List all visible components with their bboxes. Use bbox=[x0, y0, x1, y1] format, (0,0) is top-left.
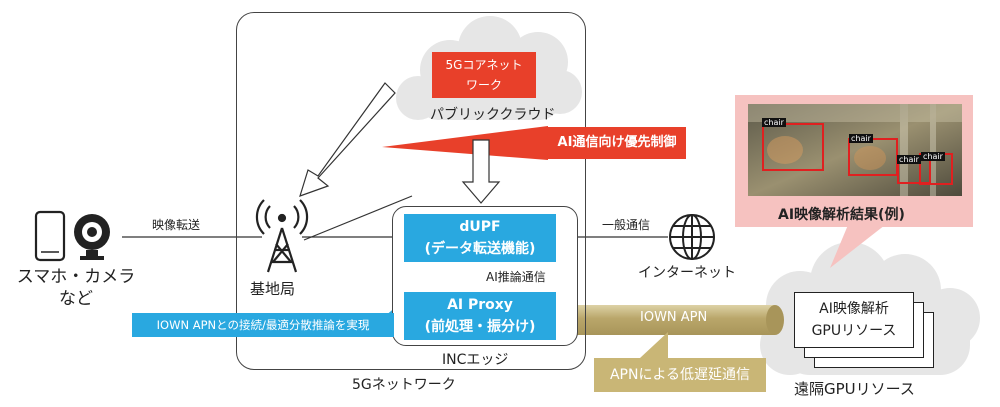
network-5g-label: 5Gネットワーク bbox=[352, 377, 456, 393]
base-station-label: 基地局 bbox=[250, 280, 296, 298]
core-line2: ワーク bbox=[465, 78, 502, 92]
cloud-to-dupf-arrow bbox=[461, 139, 501, 204]
devices-label: スマホ・カメラ など bbox=[6, 266, 146, 310]
bs-to-proxy-line bbox=[303, 195, 413, 241]
dupf-box: dUPF (データ転送機能) bbox=[404, 214, 556, 262]
gpu-card-front: AI映像解析 GPUリソース bbox=[794, 292, 914, 348]
result-callout-pointer bbox=[830, 225, 885, 268]
public-cloud-label: パブリッククラウド bbox=[430, 107, 556, 123]
detection-label: chair bbox=[849, 134, 873, 143]
remote-gpu-label: 遠隔GPUリソース bbox=[794, 380, 915, 398]
internet-label: インターネット bbox=[638, 265, 736, 281]
ai-inference-comm-label: AI推論通信 bbox=[486, 270, 546, 284]
devices-line1: スマホ・カメラ bbox=[16, 267, 136, 287]
low-latency-pointer bbox=[640, 332, 668, 358]
network-5g-box bbox=[236, 12, 586, 370]
detection-label: chair bbox=[921, 152, 945, 161]
detection-label: chair bbox=[897, 155, 921, 164]
photo-detail bbox=[748, 104, 962, 196]
detection-box bbox=[848, 138, 898, 176]
base-station-icon bbox=[255, 199, 309, 273]
core-to-bs-arrow bbox=[299, 82, 396, 197]
devices-line2: など bbox=[59, 289, 93, 309]
gpu-line1: AI映像解析 bbox=[819, 301, 889, 317]
inc-edge-label: INCエッジ bbox=[442, 352, 509, 368]
ai-proxy-line1: AI Proxy bbox=[447, 297, 513, 313]
iown-note-label: IOWN APNとの接続/最適分散推論を実現 bbox=[132, 313, 394, 337]
general-comm-label: 一般通信 bbox=[602, 218, 651, 232]
low-latency-label: APNによる低遅延通信 bbox=[594, 358, 766, 392]
detection-box bbox=[762, 123, 824, 171]
globe-icon bbox=[669, 214, 715, 260]
ai-proxy-line2: (前処理・振分け) bbox=[424, 319, 536, 335]
iown-apn-label: IOWN APN bbox=[640, 310, 708, 325]
priority-control-label: AI通信向け優先制御 bbox=[548, 127, 686, 159]
ai-proxy-box: AI Proxy (前処理・振分け) bbox=[404, 292, 556, 340]
iown-apn-pipe bbox=[550, 304, 784, 336]
core-network-box: 5Gコアネット ワーク bbox=[432, 52, 536, 98]
dupf-line1: dUPF bbox=[459, 219, 501, 235]
smartphone-icon bbox=[34, 210, 66, 262]
priority-control-pointer bbox=[382, 126, 548, 160]
video-transfer-label: 映像転送 bbox=[152, 218, 201, 232]
gpu-line2: GPUリソース bbox=[811, 323, 897, 339]
detection-label: chair bbox=[762, 118, 786, 127]
camera-icon bbox=[74, 214, 110, 260]
core-line1: 5Gコアネット bbox=[445, 58, 523, 72]
result-caption: AI映像解析結果(例) bbox=[778, 207, 905, 223]
dupf-line2: (データ転送機能) bbox=[424, 241, 536, 257]
